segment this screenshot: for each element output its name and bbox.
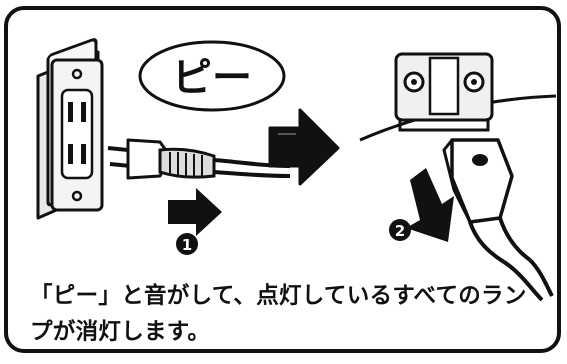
device-connector-icon — [394, 52, 494, 132]
transition-arrow-icon — [268, 108, 340, 186]
instruction-caption: 「ピー」と音がして、点灯しているすべてのラン プが消灯します。 — [30, 278, 550, 350]
sound-bubble-text: ピー — [172, 55, 252, 101]
caption-line-2: プが消灯します。 — [30, 319, 211, 345]
svg-text:1: 1 — [182, 236, 192, 254]
down-arrow-icon — [406, 168, 454, 242]
sound-bubble: ピー — [138, 40, 286, 112]
caption-line-1: 「ピー」と音がして、点灯しているすべてのラン — [30, 283, 527, 309]
step-marker-2: 2 — [389, 219, 411, 241]
power-plug-icon — [107, 138, 291, 180]
svg-text:2: 2 — [395, 222, 405, 240]
detached-plug-icon — [442, 138, 554, 302]
step-marker-1: 1 — [176, 233, 198, 255]
wall-outlet-icon — [36, 38, 104, 220]
right-arrow-icon — [168, 188, 222, 236]
